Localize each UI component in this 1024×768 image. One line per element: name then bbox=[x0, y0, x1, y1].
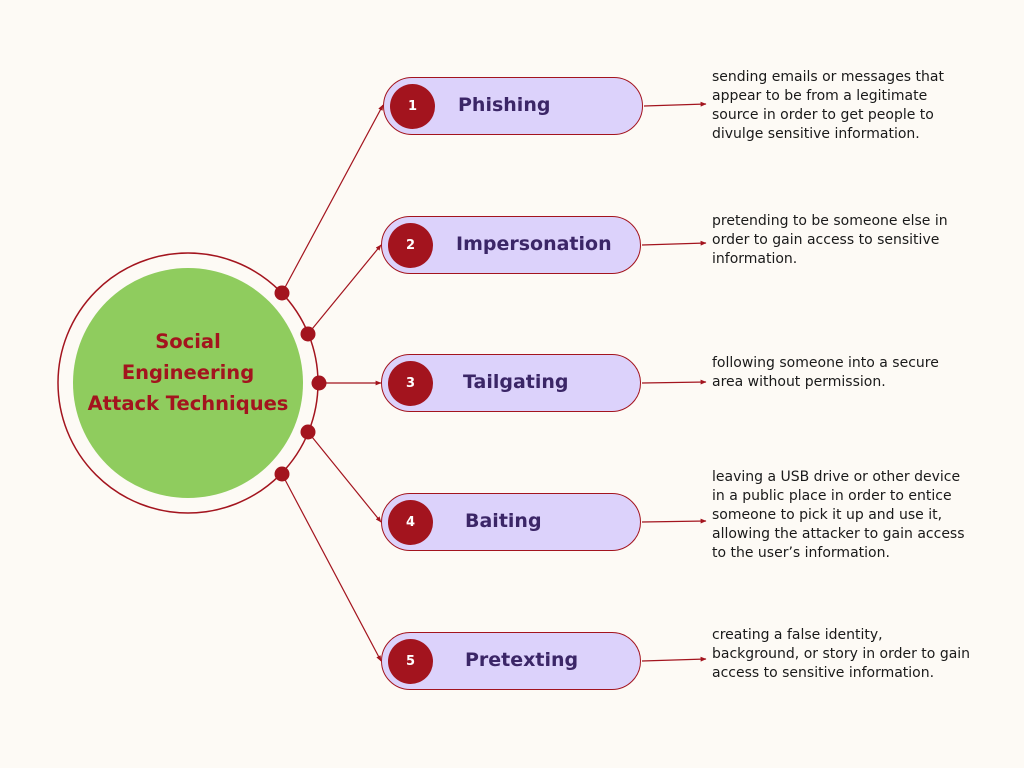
description-arrow-phishing bbox=[643, 101, 707, 107]
step-badge-4: 4 bbox=[388, 499, 433, 545]
hub-title-line-3: Attack Techniques bbox=[87, 392, 289, 415]
technique-pill-phishing: 1 Phishing bbox=[383, 77, 643, 135]
description-arrows bbox=[641, 101, 707, 662]
hub-dot-baiting bbox=[300, 424, 316, 440]
technique-pill-baiting: 4 Baiting bbox=[381, 493, 641, 551]
branch-line-impersonation bbox=[307, 244, 382, 335]
hub-title-line-1: Social bbox=[155, 330, 221, 353]
branch-lines bbox=[281, 104, 384, 662]
step-badge-1: 1 bbox=[390, 83, 435, 129]
description-arrow-pretexting bbox=[641, 656, 707, 662]
hub-dot-impersonation bbox=[300, 326, 316, 342]
hub-dot-phishing bbox=[274, 285, 290, 301]
description-arrow-impersonation bbox=[641, 240, 707, 246]
branch-line-phishing bbox=[281, 104, 384, 294]
step-badge-3: 3 bbox=[388, 360, 433, 406]
technique-name-baiting: Baiting bbox=[465, 510, 542, 532]
branch-line-pretexting bbox=[281, 473, 382, 662]
technique-pill-tailgating: 3 Tailgating bbox=[381, 354, 641, 412]
technique-description-pretexting: creating a false identity, background, o… bbox=[712, 627, 971, 681]
technique-description-impersonation: pretending to be someone else in order t… bbox=[712, 213, 948, 267]
step-badge-5: 5 bbox=[388, 638, 433, 684]
technique-name-pretexting: Pretexting bbox=[465, 649, 579, 671]
technique-description-phishing: sending emails or messages that appear t… bbox=[712, 69, 944, 142]
technique-pill-pretexting: 5 Pretexting bbox=[381, 632, 641, 690]
technique-name-impersonation: Impersonation bbox=[456, 233, 612, 255]
description-arrow-tailgating bbox=[641, 379, 707, 385]
description-arrow-baiting bbox=[641, 518, 707, 524]
technique-name-phishing: Phishing bbox=[458, 94, 551, 116]
branch-line-baiting bbox=[307, 431, 382, 523]
hub-circle bbox=[73, 268, 303, 498]
technique-pill-impersonation: 2 Impersonation bbox=[381, 216, 641, 274]
hub-title-line-2: Engineering bbox=[121, 361, 255, 384]
hub-dots bbox=[274, 285, 327, 482]
technique-name-tailgating: Tailgating bbox=[463, 371, 569, 393]
hub-dot-tailgating bbox=[311, 375, 327, 391]
technique-description-tailgating: following someone into a secure area wit… bbox=[712, 355, 939, 390]
hub-dot-pretexting bbox=[274, 466, 290, 482]
hub-title: Social Engineering Attack Techniques bbox=[75, 326, 301, 419]
step-badge-2: 2 bbox=[388, 222, 433, 268]
technique-description-baiting: leaving a USB drive or other device in a… bbox=[712, 469, 965, 561]
